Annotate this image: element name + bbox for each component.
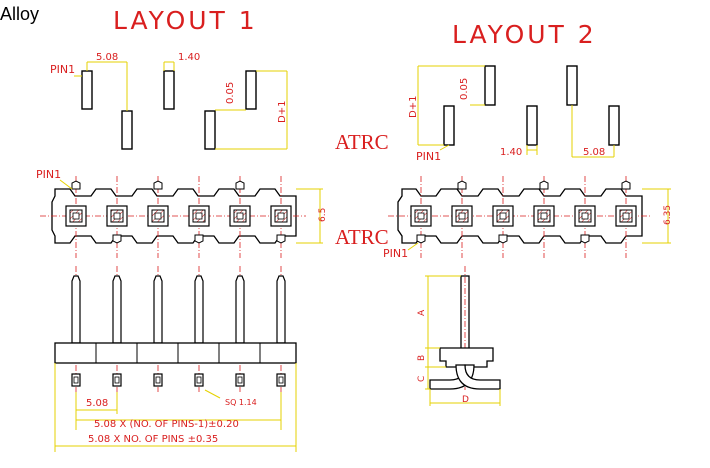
pin-square	[451, 176, 473, 258]
dim-d: D	[462, 395, 469, 405]
pin-square	[492, 176, 514, 258]
pad	[121, 110, 133, 150]
pitch-dim: 5.08	[86, 398, 108, 409]
row-spacing-dim: D+1	[408, 96, 419, 118]
height-dim: 6.5	[318, 208, 328, 222]
pin-square	[147, 176, 169, 258]
pitch-dim: 5.08	[96, 52, 118, 63]
material-label: Alloy	[0, 4, 40, 24]
pin1-label: PIN1	[36, 168, 61, 181]
dim-a: A	[417, 309, 427, 316]
square-pin-dim: SQ 1.14	[225, 398, 257, 407]
overall-formula: 5.08 X NO. OF PINS ±0.35	[88, 434, 218, 445]
pin1-label: PIN1	[383, 247, 408, 260]
pin-square	[270, 176, 292, 258]
pad	[163, 70, 175, 110]
pad	[566, 65, 578, 106]
pin-square	[188, 176, 210, 258]
header-pin	[235, 266, 245, 392]
pin1-label: PIN1	[50, 63, 75, 76]
layout-2-title: LAYOUT 2	[452, 20, 597, 49]
pin-square	[65, 176, 87, 258]
pin-square	[574, 176, 596, 258]
header-pin	[71, 266, 81, 392]
header-pin	[112, 266, 122, 392]
pad	[245, 70, 257, 110]
front-view: 5.08 SQ 1.14 5.08 X (NO. OF PINS-1)±0.20…	[54, 266, 297, 452]
pad	[484, 65, 496, 106]
pin-width-dim: 1.40	[500, 147, 522, 158]
pin-square	[533, 176, 555, 258]
header-pin	[276, 266, 286, 392]
pin-width-dim: 1.40	[178, 52, 200, 63]
dim-b: B	[417, 355, 427, 361]
layout-1-footprint: PIN1 5.08 1.40 0.05 D+1	[50, 52, 288, 150]
offset-dim: 0.05	[225, 82, 236, 104]
offset-dim: 0.05	[459, 78, 470, 100]
pitch-dim: 5.08	[583, 147, 605, 158]
pin1-label: PIN1	[416, 150, 441, 163]
pin-square	[410, 176, 432, 258]
height-dim: 6.35	[663, 205, 673, 225]
pin-square	[615, 176, 637, 258]
pin-square	[229, 176, 251, 258]
header-pin	[194, 266, 204, 392]
pad	[608, 105, 620, 146]
side-view: A B C D	[417, 266, 501, 406]
pad	[204, 110, 216, 150]
pad	[443, 105, 455, 146]
dim-c: C	[417, 376, 427, 382]
row-spacing-dim: D+1	[277, 101, 288, 123]
length-formula: 5.08 X (NO. OF PINS-1)±0.20	[94, 419, 239, 430]
top-view-right: PIN1 6.35	[383, 176, 673, 260]
header-pin	[153, 266, 163, 392]
layout-1-title: LAYOUT 1	[113, 6, 258, 35]
pad	[526, 105, 538, 146]
pad	[81, 70, 93, 110]
watermark-lower: ATRC	[335, 225, 389, 249]
top-view-left: PIN1 6.5	[36, 168, 328, 258]
watermark-upper: ATRC	[335, 130, 389, 154]
pin-square	[106, 176, 128, 258]
layout-2-footprint: PIN1 5.08 1.40 0.05 D+1	[408, 65, 620, 163]
